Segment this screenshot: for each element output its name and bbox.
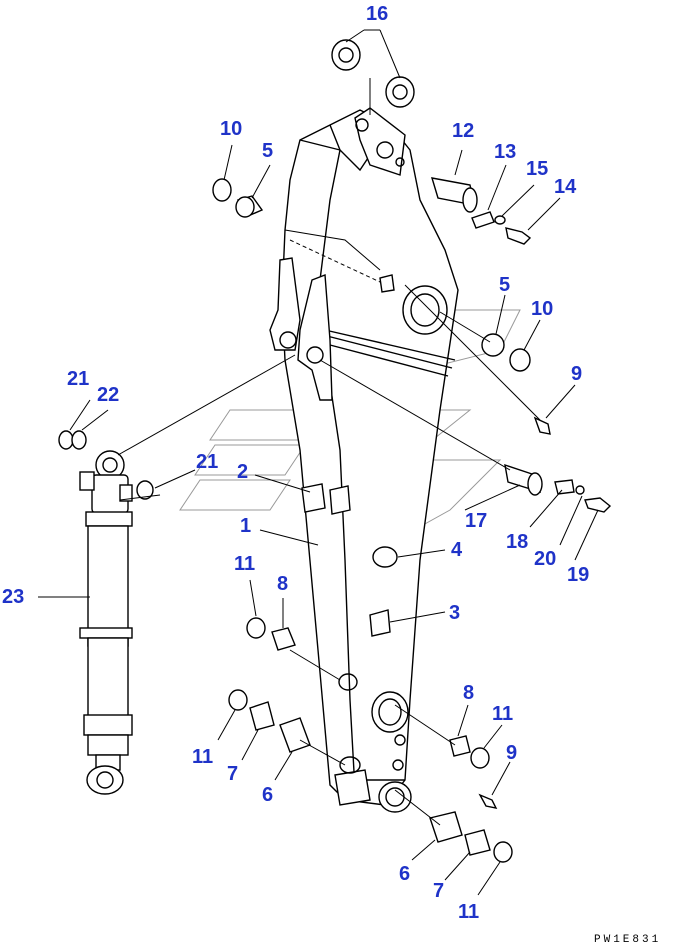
lower-boss [371, 691, 409, 771]
callout-13: 13 [494, 141, 516, 163]
callout-22: 22 [97, 384, 119, 406]
boom-arm [281, 109, 459, 806]
callout-1: 1 [240, 515, 251, 537]
callout-15: 15 [526, 158, 548, 180]
loose-parts [58, 39, 612, 863]
callout-8: 8 [463, 682, 474, 704]
callout-21: 21 [67, 368, 89, 390]
callout-3: 3 [449, 602, 460, 624]
callout-6: 6 [262, 784, 273, 806]
cylinder-mount-brackets [269, 257, 333, 401]
callout-11: 11 [458, 901, 479, 923]
callout-5: 5 [262, 140, 273, 162]
boom-small-parts [301, 274, 398, 691]
callout-20: 20 [534, 548, 556, 570]
callout-10: 10 [531, 298, 553, 320]
upper-boss [402, 285, 448, 335]
hydraulic-cylinder [79, 450, 133, 795]
callout-19: 19 [567, 564, 589, 586]
callout-9: 9 [571, 363, 582, 385]
callout-11: 11 [492, 703, 513, 725]
callout-labels: 16 10 5 12 13 15 14 5 10 9 21 22 21 2 17… [2, 3, 589, 923]
callout-18: 18 [506, 531, 528, 553]
callout-21: 21 [196, 451, 218, 473]
leader-lines [38, 29, 599, 896]
callout-4: 4 [451, 539, 463, 561]
callout-17: 17 [465, 510, 487, 532]
callout-23: 23 [2, 586, 24, 608]
boom-foot [334, 756, 412, 813]
callout-11: 11 [234, 553, 255, 575]
boom-top-ears [354, 107, 406, 176]
callout-8: 8 [277, 573, 288, 595]
callout-2: 2 [237, 461, 248, 483]
callout-16: 16 [366, 3, 388, 25]
callout-9: 9 [506, 742, 517, 764]
callout-7: 7 [227, 763, 238, 785]
callout-10: 10 [220, 118, 242, 140]
callout-7: 7 [433, 880, 444, 902]
callout-5: 5 [499, 274, 510, 296]
callout-14: 14 [554, 176, 577, 198]
callout-11: 11 [192, 746, 213, 768]
callout-12: 12 [452, 120, 474, 142]
callout-6: 6 [399, 863, 410, 885]
drawing-code: PW1E831 [594, 934, 661, 946]
